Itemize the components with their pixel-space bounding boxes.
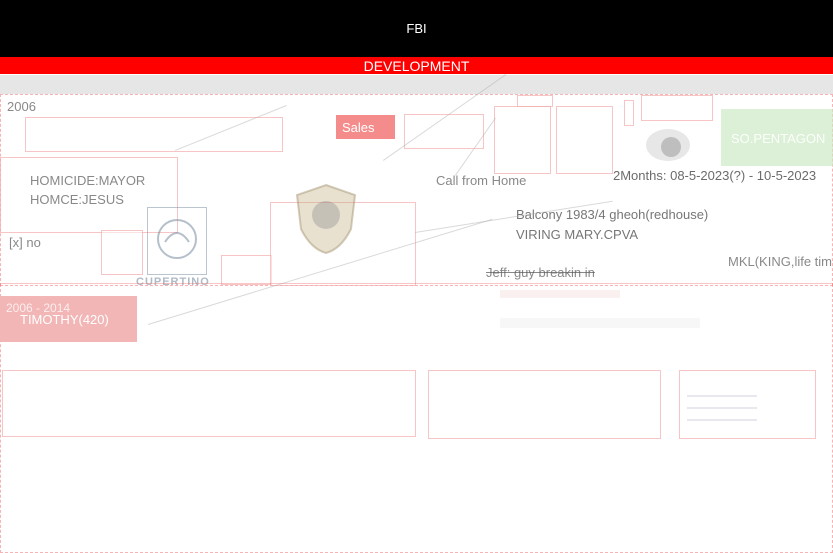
small-photo-box[interactable] bbox=[101, 230, 143, 275]
faded-note-2 bbox=[500, 318, 700, 328]
lower-card-1[interactable] bbox=[2, 370, 416, 437]
avatar-icon bbox=[643, 121, 693, 165]
lower-card-2[interactable] bbox=[428, 370, 661, 439]
lower-card-3-line-3 bbox=[687, 419, 757, 421]
thumbnail-tab[interactable] bbox=[517, 95, 553, 107]
avatar-frame[interactable] bbox=[641, 95, 713, 121]
so-pentagon-card[interactable] bbox=[721, 109, 833, 166]
cupertino-label: CUPERTINO bbox=[136, 276, 210, 288]
connector-box bbox=[221, 255, 272, 285]
faded-note-1 bbox=[500, 290, 620, 298]
lower-card-3-line-2 bbox=[687, 407, 757, 409]
window-title-bar: FBI bbox=[0, 0, 833, 57]
mkl-label: MKL(KING,life tim bbox=[728, 254, 833, 269]
sales-button[interactable] bbox=[336, 115, 395, 139]
viring-label: VIRING MARY.CPVA bbox=[516, 227, 639, 242]
two-months-label: 2Months: 08-5-2023(?) - 10-5-2023 bbox=[613, 168, 817, 183]
app-title: FBI bbox=[406, 21, 427, 36]
range-label: 2006 - 2014 bbox=[6, 301, 71, 315]
balcony-label: Balcony 1983/4 gheoh(redhouse) bbox=[516, 207, 709, 222]
thumbnail-1[interactable] bbox=[494, 106, 551, 174]
police-badge-icon bbox=[293, 183, 359, 255]
sales-detail-box[interactable] bbox=[404, 114, 484, 149]
timothy-card[interactable] bbox=[0, 296, 137, 342]
sales-label: Sales bbox=[342, 120, 375, 135]
section-title: DEVELOPMENT bbox=[363, 57, 470, 74]
divider-line bbox=[0, 283, 833, 284]
so-pentagon-label: SO.PENTAGON bbox=[731, 131, 826, 146]
avatar-side-tab bbox=[624, 100, 634, 126]
toolbar-strip bbox=[0, 75, 833, 94]
jeff-label: Jeff: guy breakin in bbox=[486, 265, 595, 280]
homicide-mayor-label: HOMICIDE:MAYOR bbox=[30, 173, 146, 188]
thumbnail-2[interactable] bbox=[556, 106, 613, 174]
call-from-home-label: Call from Home bbox=[436, 173, 527, 188]
section-banner: DEVELOPMENT bbox=[0, 57, 833, 74]
lower-card-3-line-1 bbox=[687, 395, 757, 397]
lower-card-3[interactable] bbox=[679, 370, 816, 439]
faint-header-box[interactable] bbox=[25, 117, 283, 152]
year-label: 2006 bbox=[7, 99, 36, 114]
cupertino-seal-icon bbox=[147, 207, 207, 275]
timothy-label: TIMOTHY(420) bbox=[20, 312, 109, 327]
checkbox-no[interactable]: [x] no bbox=[9, 235, 41, 250]
homicide-card[interactable] bbox=[0, 157, 178, 233]
badge-card[interactable] bbox=[270, 202, 416, 286]
homce-jesus-label: HOMCE:JESUS bbox=[30, 192, 124, 207]
